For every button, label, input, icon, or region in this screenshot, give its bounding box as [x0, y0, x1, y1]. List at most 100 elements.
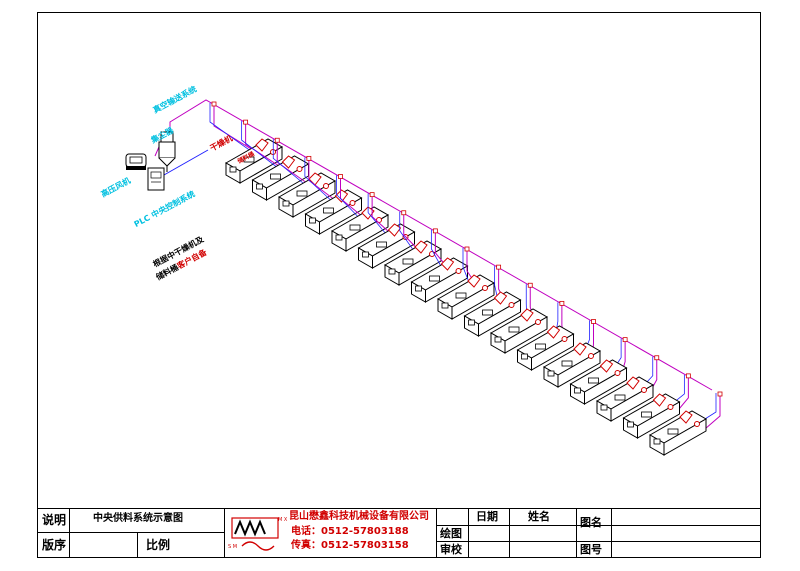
machine-station [622, 373, 691, 439]
mold-block [614, 394, 626, 401]
loader-icon [561, 336, 568, 342]
machine-side [239, 146, 283, 184]
central-equipment [125, 131, 176, 191]
valve-icon [369, 192, 375, 198]
logo-mark: M X [278, 517, 288, 523]
name-label: 姓名 [528, 510, 550, 523]
drawing-name-label: 图名 [580, 516, 602, 529]
stations [209, 101, 723, 456]
valve-icon [338, 174, 343, 179]
signal-cable [209, 103, 263, 160]
machine-side [478, 299, 521, 337]
review-label: 审校 [440, 543, 462, 556]
mold-block [402, 258, 414, 265]
loader-icon [667, 404, 674, 410]
valve-icon [401, 210, 407, 216]
loader-icon [508, 302, 515, 308]
loader-icon [296, 166, 303, 172]
hopper-icon [281, 155, 296, 169]
loader-icon [535, 319, 541, 325]
hopper-icon [573, 342, 587, 356]
mold-block [641, 411, 652, 418]
drawing-no-label: 图号 [580, 543, 602, 556]
machine-station [569, 337, 628, 405]
loader-icon [641, 387, 647, 393]
date-label: 日期 [476, 510, 498, 523]
hopper-icon [493, 291, 508, 305]
valve-icon [622, 337, 628, 343]
hopper-icon [520, 308, 534, 322]
hopper-icon [546, 325, 561, 339]
vacuum-pump-icon [125, 153, 147, 170]
mold-block [455, 292, 467, 299]
title-block: 说明 中央供料系统示意图 版序 比例 M X S M 昆山懋鑫科技机械设备有限公… [37, 508, 761, 558]
loader-icon [349, 200, 356, 206]
mold-block [323, 207, 334, 214]
description-label: 说明 [42, 513, 67, 527]
company-name: 昆山懋鑫科技机械设备有限公司 [289, 511, 429, 522]
valve-icon [274, 137, 280, 143]
machine-station [436, 246, 496, 320]
control-panel [627, 421, 634, 428]
signal-cable [272, 139, 316, 194]
control-panel [521, 353, 528, 360]
machine-station [272, 137, 337, 218]
mold-block [588, 377, 599, 384]
hopper-icon [652, 393, 667, 407]
mold-block [561, 360, 573, 367]
mold-block [429, 275, 440, 282]
control-panel [600, 404, 608, 411]
machine-side [610, 384, 654, 422]
mold-block [535, 343, 546, 350]
machine-station [595, 355, 660, 422]
loader-icon [588, 353, 594, 359]
control-panel [547, 370, 555, 377]
loader-icon [455, 268, 462, 274]
collector-icon [158, 131, 176, 172]
plc-cabinet-icon [147, 167, 165, 191]
machine-side [557, 350, 601, 388]
hopper-icon [334, 189, 349, 203]
signal-cable [241, 121, 289, 177]
mold-block [508, 326, 520, 333]
machine-side [372, 231, 415, 269]
valve-icon [591, 319, 596, 324]
machine-side [584, 367, 627, 405]
main-pipe [169, 99, 713, 391]
control-panel [256, 183, 263, 190]
control-panel [415, 285, 422, 292]
mold-block [667, 428, 679, 435]
control-panel [494, 336, 502, 343]
machine-station [463, 264, 522, 337]
control-panel [282, 200, 290, 207]
machine-station [489, 282, 549, 354]
control-panel [388, 268, 396, 275]
control-panel [362, 251, 369, 258]
control-panel [229, 166, 237, 173]
hopper-icon [679, 410, 693, 424]
signal-cable [304, 157, 342, 211]
hopper-icon [626, 376, 640, 390]
hopper-icon [255, 138, 269, 152]
mold-block [349, 224, 361, 231]
company-logo [230, 512, 280, 554]
mold-block [296, 190, 308, 197]
hopper-icon [387, 223, 402, 237]
valve-icon [717, 391, 723, 397]
machine-station [383, 210, 443, 286]
mold-block [243, 156, 255, 163]
control-panel [468, 319, 475, 326]
hopper-icon [440, 257, 455, 271]
machine-station [209, 101, 284, 184]
machine-side [663, 418, 707, 456]
hopper-icon [599, 359, 614, 373]
hopper-icon [414, 240, 428, 254]
control-panel [653, 438, 661, 445]
loader-icon [323, 183, 329, 189]
logo-mark-2: S M [228, 544, 238, 550]
machine-station [410, 228, 469, 303]
machine-side [451, 282, 495, 320]
machine-side [637, 401, 680, 439]
machine-station [648, 391, 723, 456]
